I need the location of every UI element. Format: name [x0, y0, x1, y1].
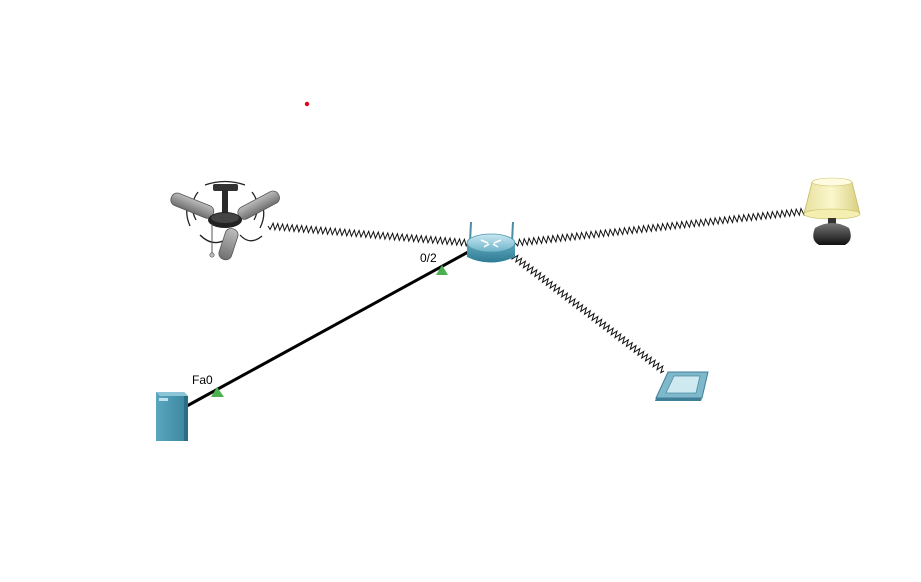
wireless-link-fan[interactable] [267, 221, 471, 248]
port-status-router [436, 265, 448, 275]
lamp-icon[interactable] [803, 177, 861, 245]
wireless-links [267, 206, 809, 374]
ceiling-fan-icon[interactable] [169, 180, 282, 262]
tablet-icon[interactable] [655, 371, 709, 401]
wireless-link-tablet[interactable] [511, 254, 665, 374]
port-status-server [211, 387, 224, 397]
port-label-server: Fa0 [192, 373, 213, 387]
marker-dot [304, 101, 310, 107]
ethernet-link[interactable] [184, 249, 471, 409]
wireless-router-icon[interactable] [466, 221, 516, 263]
wireless-link-lamp[interactable] [514, 206, 809, 247]
server-icon[interactable] [156, 392, 188, 441]
port-label-router: 0/2 [420, 251, 437, 265]
